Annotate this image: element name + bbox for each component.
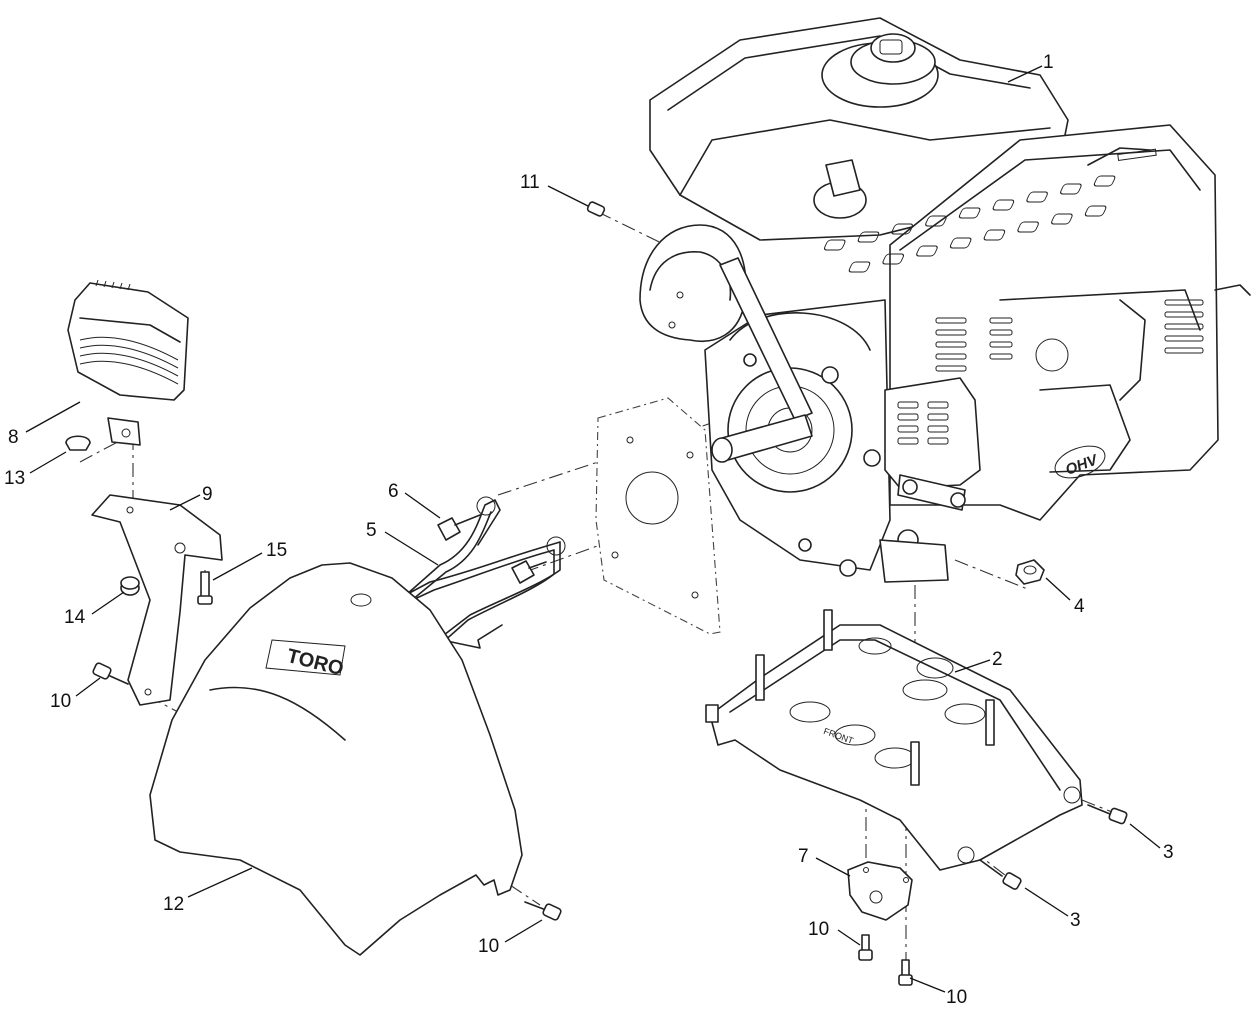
callout-10-bottom-left: 10 bbox=[808, 919, 829, 940]
screw-11 bbox=[586, 201, 606, 217]
callout-10-bottom-right: 10 bbox=[946, 987, 967, 1008]
screw-15 bbox=[197, 571, 213, 605]
callout-12: 12 bbox=[163, 894, 184, 915]
callout-6: 6 bbox=[388, 481, 399, 502]
engine-shroud: TORO bbox=[149, 562, 523, 956]
muffler-vent-slots bbox=[935, 299, 1204, 372]
plug-13 bbox=[65, 435, 91, 451]
bolt-10-bottom-left bbox=[858, 934, 873, 961]
leader-lines bbox=[25, 65, 1161, 993]
bolt-3-upper bbox=[1087, 804, 1128, 825]
callout-1: 1 bbox=[1043, 52, 1054, 73]
callout-3-upper: 3 bbox=[1163, 842, 1174, 863]
callout-3-lower: 3 bbox=[1070, 910, 1081, 931]
callout-9: 9 bbox=[202, 484, 213, 505]
callout-8: 8 bbox=[8, 427, 19, 448]
small-bracket bbox=[847, 861, 913, 921]
headlight bbox=[67, 279, 189, 446]
bolt-3-lower bbox=[979, 859, 1022, 890]
callout-7: 7 bbox=[798, 846, 809, 867]
engine-mount-plate: FRONT bbox=[705, 609, 1083, 871]
callout-14: 14 bbox=[64, 607, 86, 628]
shroud-vent-grid bbox=[823, 175, 1116, 273]
nut-14 bbox=[120, 576, 140, 596]
callout-2: 2 bbox=[992, 649, 1003, 670]
callout-10-shroud: 10 bbox=[478, 936, 499, 957]
callout-15: 15 bbox=[266, 540, 287, 561]
callout-13: 13 bbox=[4, 468, 25, 489]
bolt-6 bbox=[437, 514, 481, 541]
callout-10-left: 10 bbox=[50, 691, 71, 712]
nut-4 bbox=[1015, 559, 1045, 585]
bolt-10-bottom-right bbox=[898, 959, 913, 986]
bolt-10-shroud bbox=[524, 901, 562, 921]
bolt-on-rod bbox=[511, 560, 547, 584]
adapter-plate bbox=[595, 397, 721, 635]
brace-rods bbox=[399, 496, 566, 649]
callout-labels: 1 2 3 3 4 5 6 7 8 9 10 10 10 10 11 12 13… bbox=[4, 52, 1174, 1008]
engine-assembly: OHV bbox=[639, 17, 1251, 583]
callout-11: 11 bbox=[520, 172, 540, 193]
bolt-10-left bbox=[92, 662, 129, 685]
callout-5: 5 bbox=[366, 520, 377, 541]
callout-4: 4 bbox=[1074, 596, 1085, 617]
